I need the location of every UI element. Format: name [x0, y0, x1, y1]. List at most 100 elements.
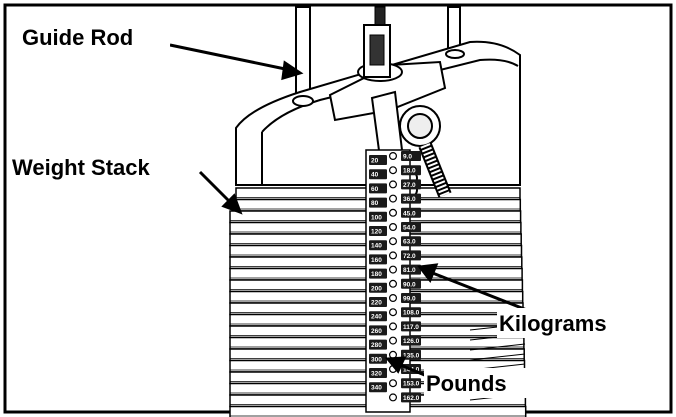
kilogram-value: 45.0: [403, 210, 416, 217]
callout-arrows: [169, 43, 538, 378]
selector-hole: [389, 336, 398, 345]
kilogram-tag: [401, 193, 421, 204]
selector-hole: [389, 180, 398, 189]
kilogram-tag: [401, 236, 421, 247]
guide-rod-hole-left: [292, 95, 314, 107]
kilogram-value: 27.0: [403, 182, 416, 189]
guide-rod-label-bg: [20, 22, 170, 52]
selector-hole: [389, 279, 398, 288]
kilogram-tag: [401, 207, 421, 218]
kilograms-arrowhead: [417, 263, 439, 284]
pound-tag: [369, 197, 387, 208]
guide-rod-hole-right: [445, 49, 465, 59]
pound-value: 280: [371, 342, 382, 349]
guide-rod-left: [295, 6, 311, 103]
pound-tag: [369, 368, 387, 378]
selector-hole: [389, 308, 398, 317]
selector-hole: [389, 152, 398, 161]
kilogram-tag: [401, 335, 421, 346]
pound-tag: [369, 282, 387, 293]
selector-hole: [389, 322, 398, 331]
pound-value: 300: [371, 356, 382, 363]
selector-hole: [389, 393, 398, 402]
selector-hole: [389, 251, 398, 260]
pound-value: 80: [371, 200, 379, 207]
kilogram-tag: [401, 165, 421, 176]
pound-tag: [369, 353, 387, 364]
kilogram-tag: [401, 179, 421, 190]
kilograms-label: Kilograms: [499, 311, 607, 336]
cable-assembly: [363, 6, 391, 78]
kilogram-value: 90.0: [403, 281, 416, 288]
pound-tag: [369, 169, 387, 180]
guide-rod-arrowhead: [281, 60, 304, 81]
pounds-label-bg: [424, 368, 534, 398]
pounds-arrow-line: [397, 362, 428, 378]
kilogram-tag: [401, 264, 421, 275]
kilogram-tag: [401, 321, 421, 332]
pounds-arrowhead: [384, 356, 407, 374]
pound-value: 320: [371, 371, 382, 378]
selector-hole: [389, 294, 398, 303]
selector-pin-assembly: [370, 90, 452, 198]
kilogram-value: 126.0: [403, 338, 420, 345]
pound-value: 240: [371, 314, 382, 321]
kilogram-value: 54.0: [403, 225, 416, 232]
pound-value: 20: [371, 158, 379, 165]
kilogram-value: 99.0: [403, 296, 416, 303]
pound-value: 140: [371, 243, 382, 250]
kilogram-tag: [401, 250, 421, 261]
connector-clip: [369, 34, 385, 66]
kilogram-value: 81.0: [403, 267, 416, 274]
pound-tag: [369, 311, 387, 322]
guide-rod-arrow-line: [169, 43, 291, 72]
pound-tag: [369, 297, 387, 307]
kilogram-tag: [401, 307, 421, 318]
pound-tag: [369, 240, 387, 251]
kilogram-tag: [401, 293, 421, 303]
weight-stack-arrowhead: [221, 193, 243, 215]
pound-tag: [369, 183, 387, 194]
kilogram-value: 9.0: [403, 154, 412, 161]
plate-edge: [469, 343, 526, 351]
selector-hole: [389, 237, 398, 246]
selector-column: 9.018.027.036.045.054.063.072.081.090.09…: [365, 149, 421, 413]
kilograms-arrow-line: [429, 270, 538, 316]
weight-stack-arrow-line: [198, 170, 234, 206]
pound-tag: [369, 254, 387, 265]
kilogram-tag: [401, 278, 421, 289]
pound-tag: [369, 226, 387, 236]
pound-value: 220: [371, 300, 382, 307]
selector-hole: [389, 379, 398, 388]
kilogram-tag: [401, 378, 421, 389]
pound-tag: [369, 155, 387, 165]
selector-hole: [389, 223, 398, 232]
kilogram-value: 117.0: [403, 324, 419, 331]
kilogram-tag: [401, 222, 421, 232]
pounds-label: Pounds: [426, 371, 507, 396]
kilogram-tag: [401, 151, 421, 161]
kilogram-value: 153.0: [403, 381, 420, 388]
plate-edge: [469, 353, 526, 361]
pound-value: 100: [371, 214, 382, 221]
selector-hole: [389, 265, 398, 274]
pound-value: 120: [371, 229, 382, 236]
pound-value: 180: [371, 271, 382, 278]
kilogram-value: 162.0: [403, 395, 420, 402]
kilograms-label-bg: [497, 308, 645, 338]
top-plate-contour: [261, 58, 519, 133]
pound-value: 200: [371, 285, 382, 292]
kilogram-value: 135.0: [403, 352, 420, 359]
kilogram-value: 108.0: [403, 310, 420, 317]
selector-hole: [389, 208, 398, 217]
pound-value: 340: [371, 385, 382, 392]
pound-tag: [369, 382, 387, 393]
selector-hole: [389, 194, 398, 203]
kilogram-tag: [401, 349, 421, 360]
weight-stack-label-bg: [10, 152, 192, 182]
kilogram-tag: [401, 392, 421, 403]
pound-value: 260: [371, 328, 382, 335]
selector-hole: [389, 166, 398, 175]
pound-value: 60: [371, 186, 379, 193]
